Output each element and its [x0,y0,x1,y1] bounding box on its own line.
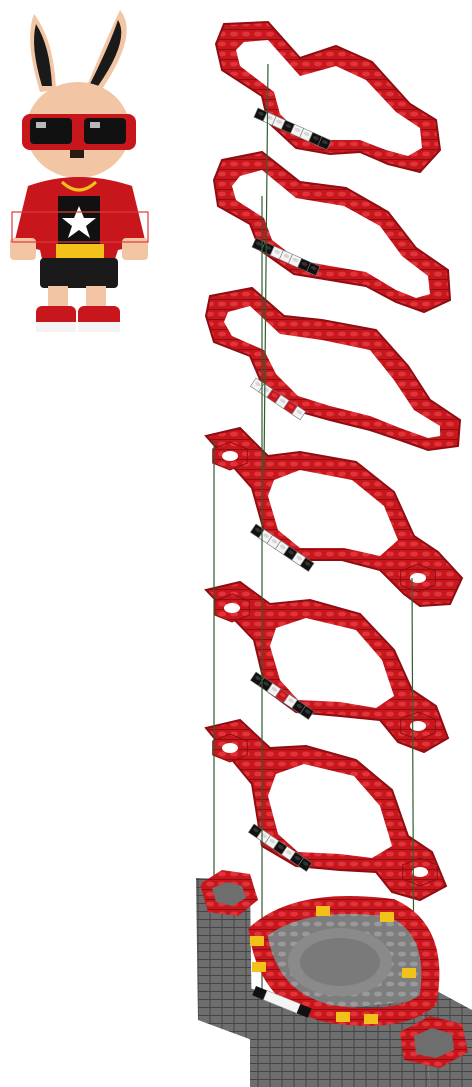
accent-bricks [253,107,332,151]
accent-stud [271,687,278,692]
hex-hole [222,743,238,753]
accent-bricks [251,237,321,277]
step-5-layer [204,580,450,754]
step-6-layer [204,718,448,902]
accent-stud [312,136,319,141]
accent-stud [296,409,303,415]
hex-hole [224,603,240,613]
ring-inner [224,306,440,438]
accent-stud [292,257,299,263]
accent-bricks [247,823,313,872]
ring-inner [268,764,392,858]
highlight-box [11,211,149,243]
accent-stud [271,539,278,544]
hex-hole [410,721,426,731]
ring-inner [268,470,398,556]
accent-stud [274,249,281,254]
accent-stud [303,131,310,137]
ring-inner [232,170,430,298]
step-2-layer [212,150,452,314]
accent-stud [288,550,294,555]
accent-stud [294,127,301,133]
bunny-figure-icon [10,10,148,332]
hex-hole [222,451,238,461]
accent-stud [285,123,292,128]
step-1-layer [214,20,442,174]
accent-stud [278,844,284,850]
accent-stud [276,119,283,124]
accent-stud [286,850,292,855]
accent-stud [302,861,309,866]
accent-stud [288,698,294,703]
accent-stud [256,241,262,246]
accent-stud [255,527,261,533]
accent-stud [288,404,294,409]
ring-inner [236,40,422,156]
accent-stud [261,833,267,838]
accent-stud [322,140,328,145]
accent-stud [263,681,269,686]
accent-stud [255,381,261,387]
accent-stud [271,393,278,398]
hex-hole [410,573,426,583]
accent-bricks [249,523,315,572]
accent-stud [280,692,286,698]
ring-inner [270,618,394,708]
accent-stud [269,839,276,844]
accent-stud [304,709,311,714]
accent-stud [258,111,264,116]
accent-stud [267,115,273,120]
accent-stud [253,827,259,833]
accent-stud [294,855,301,861]
accent-stud [304,561,311,566]
guide-line [263,63,269,471]
accent-bricks [249,377,307,421]
accent-stud [255,675,261,681]
step-7-base [196,870,472,1087]
accent-stud [301,261,308,267]
accent-stud [263,533,269,538]
accent-stud [296,555,303,561]
accent-stud [280,544,286,550]
accent-stud [310,266,317,271]
step-4-layer [204,426,464,608]
hex-hole [412,867,428,877]
accent-stud [283,253,290,258]
step-3-layer [204,286,462,452]
accent-stud [296,703,303,709]
accent-stud [280,398,286,404]
layer-stack [204,20,464,1031]
